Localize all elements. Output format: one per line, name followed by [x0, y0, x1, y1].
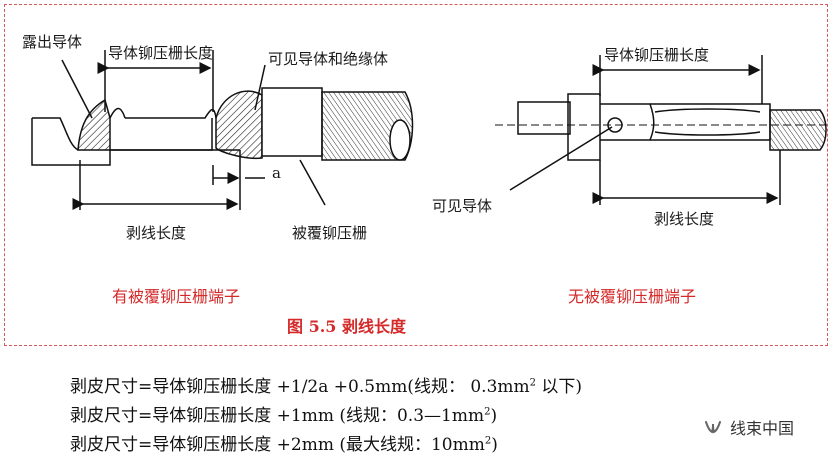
figure-frame [4, 4, 828, 346]
left-subtitle: 有被覆铆压栅端子 [112, 287, 241, 306]
formula-text: 剥皮尺寸=导体铆压栅长度 +2mm (最大线规：10mm [70, 435, 485, 455]
wechat-channel-icon [705, 421, 721, 434]
figure-caption: 图 5.5 剥线长度 [287, 317, 406, 336]
visible-conductor-insulation-label: 可见导体和绝缘体 [268, 50, 389, 68]
formula-suffix: ) [491, 435, 498, 455]
right-strip-length-label: 剥线长度 [654, 210, 715, 228]
formula-text: 剥皮尺寸=导体铆压栅长度 +1/2a +0.5mm(线规： 0.3mm [70, 377, 530, 397]
formula-row-2: 剥皮尺寸=导体铆压栅长度 +1mm (线规：0.3—1mm2) [70, 401, 497, 426]
formula-text: 剥皮尺寸=导体铆压栅长度 +1mm (线规：0.3—1mm [70, 406, 485, 426]
formula-sup: 2 [484, 435, 492, 447]
left-terminal-drawing [31, 50, 414, 210]
right-terminal-drawing [495, 55, 830, 205]
formula-suffix: ) [490, 406, 498, 426]
covered-crimp-label: 被覆铆压栅 [292, 224, 368, 242]
left-crimp-length-label: 导体铆压栅长度 [108, 44, 214, 62]
visible-conductor-label: 可见导体 [432, 197, 493, 215]
watermark-text: 线束中国 [730, 419, 795, 438]
formula-sup: 2 [484, 406, 491, 418]
watermark: 线束中国 [702, 415, 794, 439]
formula-row-1: 剥皮尺寸=导体铆压栅长度 +1/2a +0.5mm(线规： 0.3mm2 以下) [70, 372, 582, 397]
formula-suffix: 以下) [536, 377, 583, 397]
exposed-conductor-label: 露出导体 [22, 33, 83, 51]
formula-row-3: 剥皮尺寸=导体铆压栅长度 +2mm (最大线规：10mm2) [70, 430, 498, 455]
right-crimp-length-label: 导体铆压栅长度 [604, 46, 710, 64]
right-subtitle: 无被覆铆压栅端子 [568, 287, 697, 306]
left-strip-length-label: 剥线长度 [126, 224, 187, 242]
gap-a-label: a [272, 164, 281, 182]
formula-sup: 2 [529, 377, 536, 389]
